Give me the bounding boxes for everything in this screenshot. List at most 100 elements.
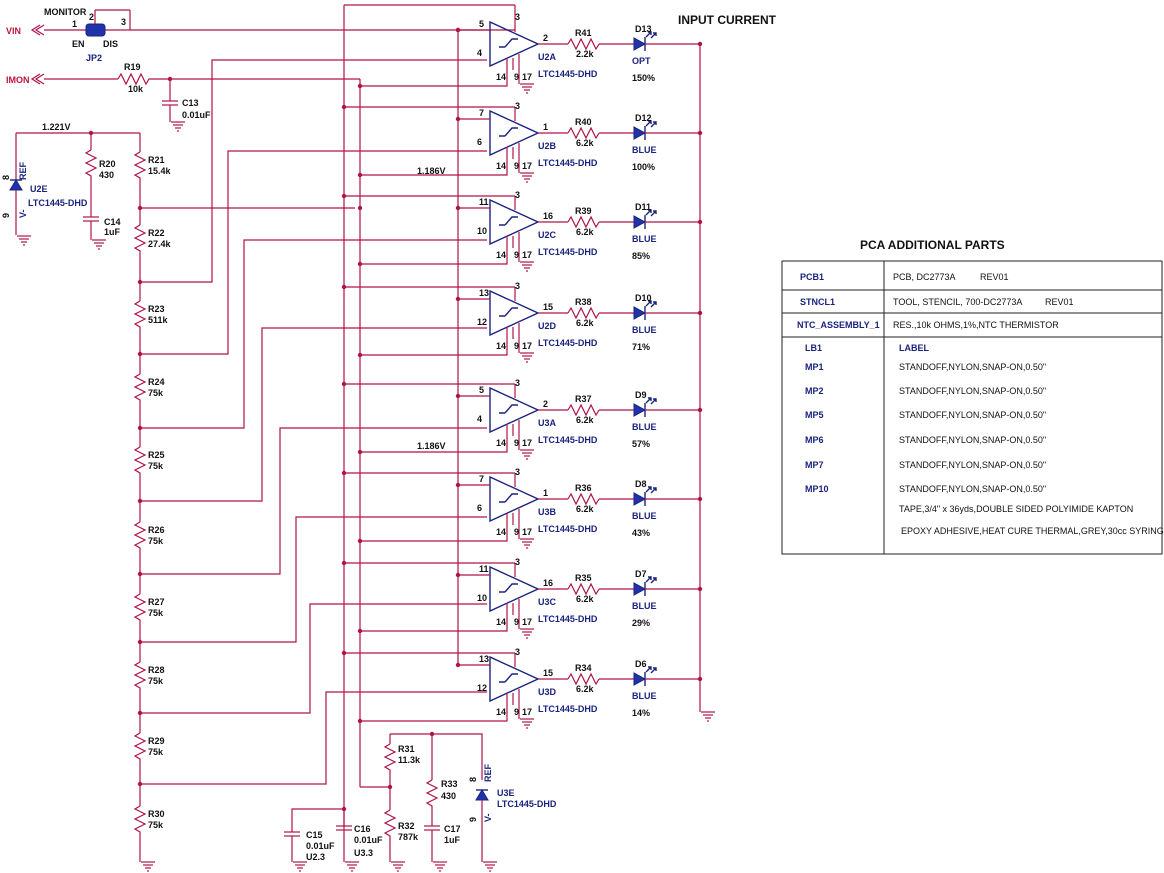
svg-text:10: 10: [477, 226, 487, 236]
svg-text:R28: R28: [148, 665, 165, 675]
svg-text:2: 2: [89, 12, 94, 22]
svg-text:MP1: MP1: [805, 362, 824, 372]
svg-text:8: 8: [468, 777, 478, 782]
svg-text:U2A: U2A: [538, 52, 557, 62]
svg-text:LTC1445-DHD: LTC1445-DHD: [538, 435, 598, 445]
svg-text:MP10: MP10: [805, 484, 829, 494]
svg-text:EN: EN: [72, 39, 85, 49]
svg-text:V-: V-: [18, 209, 28, 218]
comparator-symbol: [489, 655, 540, 703]
svg-text:6.2k: 6.2k: [576, 594, 595, 604]
svg-text:17: 17: [522, 707, 532, 717]
svg-text:430: 430: [99, 170, 114, 180]
svg-text:U2B: U2B: [538, 141, 557, 151]
comparator-symbol: [489, 109, 540, 157]
svg-text:17: 17: [522, 250, 532, 260]
svg-text:U2.3: U2.3: [306, 852, 325, 862]
svg-text:6.2k: 6.2k: [576, 684, 595, 694]
svg-text:13: 13: [479, 288, 489, 298]
svg-text:6.2k: 6.2k: [576, 138, 595, 148]
svg-text:16: 16: [543, 578, 553, 588]
svg-text:LABEL: LABEL: [899, 343, 929, 353]
svg-text:3: 3: [515, 281, 520, 291]
capacitor-c14: C14 1uF: [83, 216, 121, 250]
svg-text:OPT: OPT: [632, 56, 651, 66]
svg-text:C14: C14: [104, 217, 121, 227]
svg-text:6.2k: 6.2k: [576, 504, 595, 514]
bus-junctions: [357, 27, 461, 211]
svg-text:17: 17: [522, 617, 532, 627]
net-1186v-top: 1.186V: [417, 166, 446, 176]
svg-text:D8: D8: [635, 479, 647, 489]
svg-text:RES.,10k OHMS,1%,NTC THERMISTO: RES.,10k OHMS,1%,NTC THERMISTOR: [893, 320, 1059, 330]
svg-text:9: 9: [514, 161, 519, 171]
svg-text:150%: 150%: [632, 73, 655, 83]
svg-text:MP7: MP7: [805, 460, 824, 470]
resistor-r19: R19 10k: [117, 62, 152, 94]
svg-text:9: 9: [514, 438, 519, 448]
svg-text:C15: C15: [306, 830, 323, 840]
svg-text:9: 9: [514, 72, 519, 82]
svg-text:R36: R36: [575, 483, 592, 493]
svg-text:U2C: U2C: [538, 230, 557, 240]
svg-text:7: 7: [479, 108, 484, 118]
svg-text:15.4k: 15.4k: [148, 166, 172, 176]
svg-text:BLUE: BLUE: [632, 422, 657, 432]
bom-item: EPOXY ADHESIVE,HEAT CURE THERMAL,GREY,30…: [901, 526, 1164, 536]
svg-text:U3.3: U3.3: [354, 848, 373, 858]
svg-text:14: 14: [496, 617, 506, 627]
svg-text:3: 3: [515, 647, 520, 657]
resistor-r20: R20 430: [84, 133, 116, 217]
svg-text:R21: R21: [148, 155, 165, 165]
svg-text:TOOL, STENCIL, 700-DC2773A: TOOL, STENCIL, 700-DC2773A: [893, 297, 1022, 307]
resistor-r33: R33 430: [425, 731, 458, 826]
svg-text:14: 14: [496, 438, 506, 448]
svg-text:PCB, DC2773A: PCB, DC2773A: [893, 272, 956, 282]
svg-text:71%: 71%: [632, 342, 650, 352]
svg-text:12: 12: [477, 317, 487, 327]
svg-text:4: 4: [477, 414, 482, 424]
svg-text:1: 1: [72, 19, 77, 29]
svg-text:75k: 75k: [148, 676, 164, 686]
svg-text:14: 14: [496, 527, 506, 537]
svg-text:75k: 75k: [148, 536, 164, 546]
svg-text:V-: V-: [483, 813, 493, 822]
svg-text:R34: R34: [575, 663, 592, 673]
svg-text:9: 9: [514, 341, 519, 351]
svg-text:11.3k: 11.3k: [398, 755, 421, 765]
svg-text:STANDOFF,NYLON,SNAP-ON,0.50": STANDOFF,NYLON,SNAP-ON,0.50": [899, 484, 1046, 494]
svg-text:75k: 75k: [148, 388, 164, 398]
capacitor-c13: C13 0.01uF: [162, 76, 211, 132]
svg-text:REF: REF: [18, 161, 28, 180]
svg-text:14: 14: [496, 707, 506, 717]
svg-text:R31: R31: [398, 744, 415, 754]
svg-text:14: 14: [496, 341, 506, 351]
svg-text:IMON: IMON: [6, 75, 30, 85]
svg-text:JP2: JP2: [86, 53, 102, 63]
svg-text:6.2k: 6.2k: [576, 415, 595, 425]
svg-text:LTC1445-DHD: LTC1445-DHD: [538, 614, 598, 624]
svg-text:11: 11: [479, 564, 489, 574]
comparator-symbol: [489, 20, 540, 68]
capacitor-c16: C16 0.01uF U3.3: [336, 809, 383, 858]
svg-text:787k: 787k: [398, 832, 419, 842]
net-1221v: 1.221V: [42, 122, 71, 132]
svg-text:3: 3: [515, 557, 520, 567]
svg-text:16: 16: [543, 211, 553, 221]
svg-text:PCB1: PCB1: [800, 272, 824, 282]
svg-text:BLUE: BLUE: [632, 325, 657, 335]
